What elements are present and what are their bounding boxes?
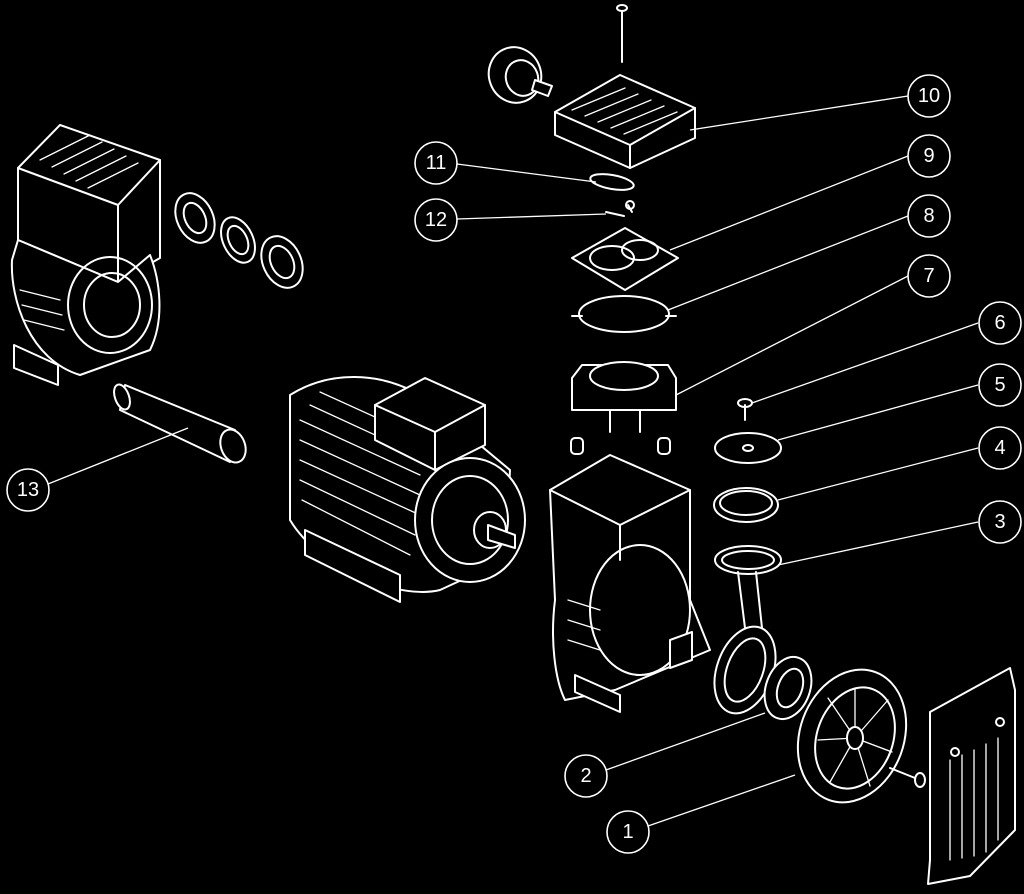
leader-10 (689, 95, 909, 131)
electric-motor (289, 376, 526, 603)
callout-3: 3 (978, 500, 1022, 544)
callout-9: 9 (907, 134, 951, 178)
callout-12: 12 (414, 198, 458, 242)
o-ring (589, 173, 635, 191)
callout-2-label: 2 (580, 765, 591, 787)
callout-5: 5 (978, 363, 1022, 407)
callout-6-label: 6 (994, 312, 1005, 334)
callout-5-label: 5 (994, 374, 1005, 396)
fitting-nut (487, 46, 553, 104)
callout-4: 4 (978, 426, 1022, 470)
leader-7 (675, 275, 909, 396)
assembled-pump-housing (10, 124, 161, 386)
fan-cover (927, 667, 1016, 885)
leader-8 (667, 215, 909, 311)
callout-13-label: 13 (17, 479, 39, 501)
callout-4-label: 4 (994, 437, 1005, 459)
fan-screw (889, 767, 926, 788)
callout-7-label: 7 (923, 265, 934, 287)
callout-8-label: 8 (923, 205, 934, 227)
callout-6: 6 (978, 301, 1022, 345)
leader-5 (777, 384, 979, 441)
leader-11 (456, 163, 597, 183)
union-fitting-parts (174, 192, 304, 289)
callout-12-label: 12 (425, 209, 447, 231)
valve-gasket (571, 295, 677, 333)
callout-1-label: 1 (622, 821, 633, 843)
bolt (616, 4, 628, 63)
diaphragm-screw (737, 398, 753, 421)
callout-10: 10 (907, 74, 951, 118)
diaphragm-washer (714, 432, 782, 464)
callout-7: 7 (907, 254, 951, 298)
callout-3-label: 3 (994, 511, 1005, 533)
callout-13: 13 (6, 468, 50, 512)
leader-4 (777, 447, 979, 501)
valve-plate (571, 227, 679, 291)
valve-seat-ring (571, 361, 677, 433)
finned-cover (554, 74, 696, 169)
leader-12 (456, 213, 607, 220)
callout-2: 2 (564, 754, 608, 798)
callout-11-label: 11 (426, 152, 447, 174)
leader-13 (47, 427, 189, 485)
callout-1: 1 (606, 810, 650, 854)
callout-11: 11 (414, 141, 458, 185)
leader-9 (669, 155, 909, 251)
connecting-rod (713, 545, 782, 715)
callout-9-label: 9 (923, 145, 934, 167)
diaphragm (713, 487, 779, 523)
callout-8: 8 (907, 194, 951, 238)
fan-wheel (796, 668, 908, 804)
callout-10-label: 10 (918, 85, 940, 107)
small-spring-clip (605, 200, 635, 217)
leader-6 (751, 322, 979, 404)
leader-3 (777, 521, 979, 566)
leader-lines (47, 95, 979, 827)
leader-1 (647, 774, 796, 827)
open-pump-body (549, 454, 711, 713)
bearing (763, 656, 813, 720)
suction-pipe (113, 383, 247, 464)
leader-2 (605, 712, 766, 771)
